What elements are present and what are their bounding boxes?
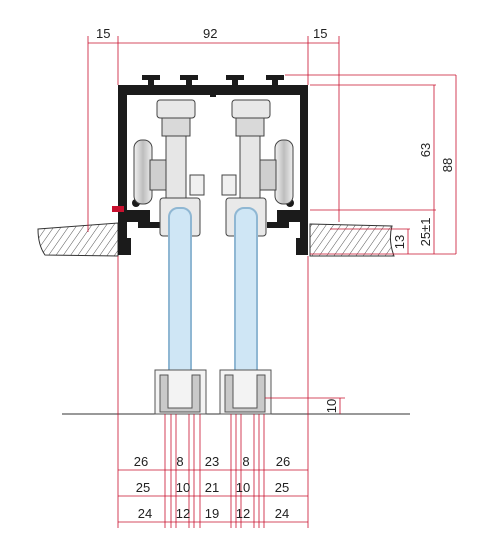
dim-height-25: 25±1 (418, 218, 433, 247)
ceiling-left (37, 222, 119, 257)
dim-r1-c4: 8 (242, 454, 249, 469)
dim-r2-c4: 10 (236, 480, 250, 495)
dim-r2-c3: 21 (205, 480, 219, 495)
dim-top-center: 92 (203, 26, 217, 41)
dim-r1-c1: 26 (134, 454, 148, 469)
dim-r1-c2: 8 (176, 454, 183, 469)
dim-r3-c3: 19 (205, 506, 219, 521)
dim-r2-c5: 25 (275, 480, 289, 495)
dim-top-right: 15 (313, 26, 327, 41)
dim-r1-c3: 23 (205, 454, 219, 469)
track-profile (118, 75, 308, 255)
dim-r3-c1: 24 (138, 506, 152, 521)
dim-height-13: 13 (392, 235, 407, 249)
dim-top-left: 15 (96, 26, 110, 41)
screw-left (112, 206, 124, 212)
ceiling-right (309, 223, 395, 257)
floor-guide-right (219, 369, 272, 415)
dim-floor-10: 10 (324, 399, 339, 413)
dim-r3-c4: 12 (236, 506, 250, 521)
dim-height-63: 63 (418, 143, 433, 157)
dim-r3-c2: 12 (176, 506, 190, 521)
dim-height-88: 88 (440, 158, 455, 172)
dim-r2-c1: 25 (136, 480, 150, 495)
dim-r2-c2: 10 (176, 480, 190, 495)
dim-r1-c5: 26 (276, 454, 290, 469)
floor-guide-left (154, 369, 207, 415)
dimension-lines (87, 36, 457, 528)
dim-r3-c5: 24 (275, 506, 289, 521)
